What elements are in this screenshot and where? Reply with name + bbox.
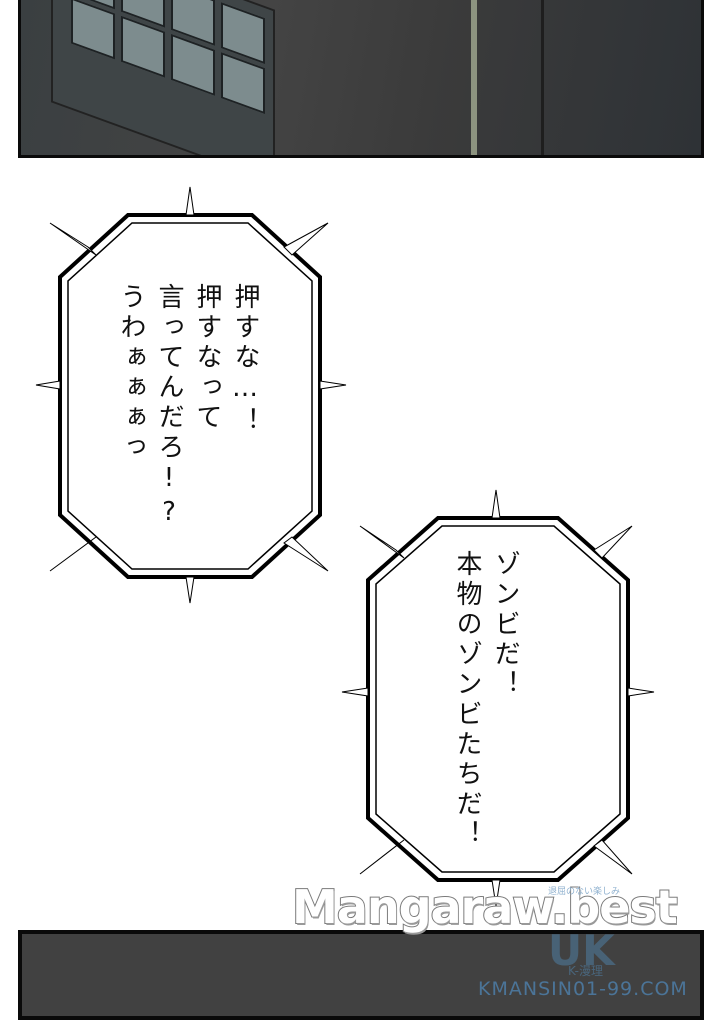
bubble-outline-icon: [35, 186, 347, 604]
pole-illustration: [471, 0, 477, 155]
bubble-outline-icon: [341, 489, 655, 907]
watermark-secondary-brand: K-漫理: [568, 964, 603, 978]
window-pane: [71, 0, 115, 60]
pole-shadow: [541, 0, 544, 155]
watermark-mangaraw: Mangaraw.best: [291, 879, 679, 935]
bubble-1-line-3: 言ってんだろ!?: [154, 283, 184, 531]
bubble-1-line-4: うわぁぁぁっ: [116, 283, 146, 463]
window-illustration: [51, 0, 275, 155]
speech-bubble-1: 押すな…！ 押すなって 言ってんだろ!? うわぁぁぁっ: [30, 185, 350, 605]
bubble-1-line-2: 押すなって: [192, 283, 222, 433]
watermark-secondary-tagline: 退屈のない楽しみ: [548, 887, 621, 897]
top-panel: [18, 0, 704, 158]
bubble-1-text: 押すな…！ 押すなって 言ってんだろ!? うわぁぁぁっ: [112, 283, 264, 583]
bubble-1-line-1: 押すな…！: [230, 283, 260, 437]
bubble-2-text: ゾンビだ！ 本物のゾンビたちだ！: [448, 550, 524, 870]
bubble-2-line-1: ゾンビだ！: [490, 550, 520, 700]
speech-bubble-2: ゾンビだ！ 本物のゾンビたちだ！: [338, 488, 658, 908]
watermark-secondary-url: KMANSIN01-99.COM: [478, 978, 688, 1000]
watermark-secondary-logo: UK: [548, 926, 615, 975]
bubble-2-line-2: 本物のゾンビたちだ！: [452, 550, 482, 850]
